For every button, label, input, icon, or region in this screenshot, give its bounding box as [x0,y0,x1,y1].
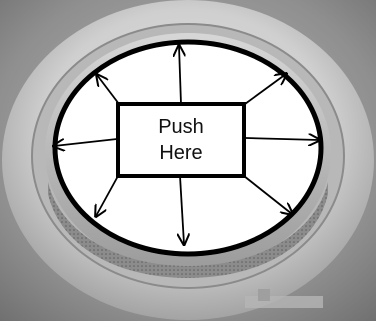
mount-hardware [245,296,323,308]
screw-block [258,289,270,301]
push-here-box[interactable] [118,104,244,176]
